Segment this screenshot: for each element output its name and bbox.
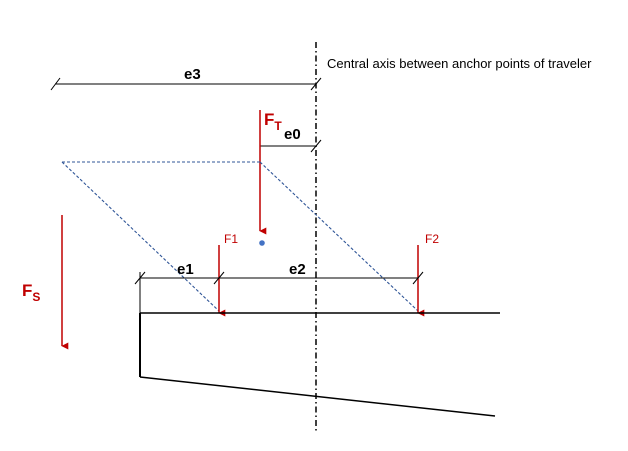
force-ft: FT <box>259 110 282 235</box>
center-point <box>259 240 265 246</box>
label-f1: F1 <box>224 232 238 246</box>
axis-caption: Central axis between anchor points of tr… <box>327 56 592 71</box>
label-e0: e0 <box>284 126 301 143</box>
force-f1: F1 <box>218 232 238 317</box>
traveler-outline <box>61 161 419 312</box>
label-f2: F2 <box>425 232 439 246</box>
dimension-e0: e0 <box>260 126 322 153</box>
dimension-e1-e2: e1 e2 <box>134 261 424 313</box>
force-f2: F2 <box>417 232 439 317</box>
label-fs: FS <box>22 281 40 304</box>
force-fs: FS <box>22 215 69 350</box>
support-structure <box>139 312 500 417</box>
dimension-e3: e3 <box>50 66 322 91</box>
label-e1: e1 <box>177 261 194 278</box>
label-e3: e3 <box>184 66 201 83</box>
label-e2: e2 <box>289 261 306 278</box>
label-ft: FT <box>264 110 282 133</box>
